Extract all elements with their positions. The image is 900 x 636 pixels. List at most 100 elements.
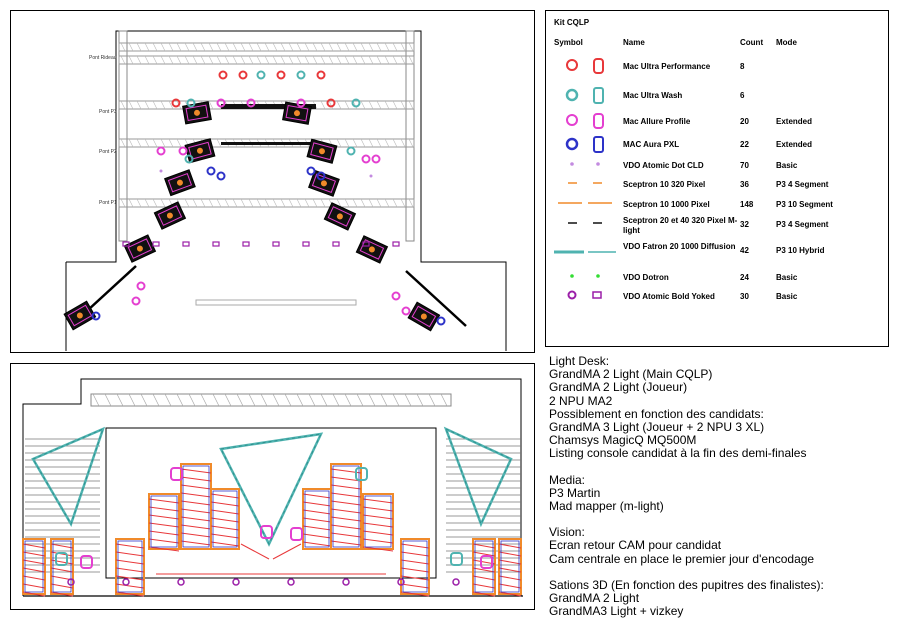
led-screen bbox=[308, 169, 340, 197]
fixture-count: 32 bbox=[740, 220, 749, 229]
yoked-purple-fixture bbox=[242, 241, 250, 247]
note-line: Possiblement en fonction des candidats: bbox=[549, 406, 764, 421]
note-line: GrandMA 2 Light (Main CQLP) bbox=[549, 367, 713, 382]
yoked-fixture bbox=[452, 578, 460, 586]
yoked-purple-fixture bbox=[362, 241, 370, 247]
led-bar-p3 bbox=[221, 104, 316, 109]
wash-teal-symbol-icon bbox=[565, 87, 604, 104]
fixture-name: VDO Atomic Bold Yoked bbox=[623, 292, 715, 301]
spot-magenta-fixture bbox=[156, 146, 166, 156]
led-screen bbox=[282, 101, 312, 125]
fixture-name: Mac Allure Profile bbox=[623, 117, 691, 126]
teal-truss-triangle bbox=[31, 426, 106, 528]
fixture-name: Mac Ultra Wash bbox=[623, 91, 683, 100]
led-screen bbox=[123, 234, 157, 263]
truss-rideau bbox=[118, 42, 415, 52]
elevation-frame bbox=[22, 378, 522, 596]
led-screen bbox=[306, 138, 338, 164]
elevation-view-panel bbox=[10, 363, 535, 610]
dot-green-symbol-icon bbox=[570, 274, 600, 278]
yoked-purple-fixture bbox=[332, 241, 340, 247]
note-line bbox=[549, 566, 889, 579]
fixture-stack bbox=[22, 538, 46, 597]
spot-magenta-fixture bbox=[246, 98, 256, 108]
top-truss bbox=[90, 393, 452, 407]
yoked-fixture bbox=[67, 578, 75, 586]
kit-legend-panel: Kit CQLP Symbol Name Count Mode Mac Ultr… bbox=[545, 10, 889, 347]
wash-blue-symbol-icon bbox=[565, 136, 604, 153]
truss-label-rideau: Pont Rideau bbox=[89, 55, 117, 61]
fixture-count: 36 bbox=[740, 180, 749, 189]
spot-magenta-fixture bbox=[391, 291, 401, 301]
teal-truss-triangle bbox=[443, 426, 513, 528]
kit-row: Sceptron 10 320 Pixel 36 P3 4 Segment bbox=[546, 176, 888, 196]
yoked-purple-fixture bbox=[272, 241, 280, 247]
dot-lilac-symbol-icon bbox=[570, 162, 600, 166]
fixture-mode: P3 10 Segment bbox=[776, 200, 833, 209]
fixture-name: Sceptron 10 320 Pixel bbox=[623, 180, 706, 189]
led-screen bbox=[355, 235, 389, 264]
note-line: Cam centrale en place le premier jour d'… bbox=[549, 551, 815, 566]
fixture-stack bbox=[50, 538, 74, 597]
led-screen bbox=[184, 138, 216, 164]
note-line: 2 NPU MA2 bbox=[549, 393, 613, 408]
fixture-count: 8 bbox=[740, 62, 745, 71]
spot-magenta-fixture bbox=[296, 98, 306, 108]
elevation-fixture bbox=[480, 555, 493, 569]
spot-red-symbol-icon bbox=[566, 58, 604, 74]
plan-drawing bbox=[63, 30, 507, 351]
spot-magenta-fixture bbox=[361, 154, 371, 164]
note-line: Listing console candidat à la fin des de… bbox=[549, 446, 807, 461]
plan-fixtures bbox=[91, 70, 446, 326]
elevation-drawing bbox=[22, 378, 523, 597]
stage-outline bbox=[66, 30, 507, 351]
fixture-mode: Basic bbox=[776, 273, 798, 282]
truss-label-p1: Pont P1 bbox=[99, 200, 117, 206]
elevation-fixture bbox=[80, 555, 93, 569]
truss-label-p3: Pont P3 bbox=[99, 109, 117, 115]
dot-lilac-fixture bbox=[159, 169, 163, 173]
truss-label-p2: Pont P2 bbox=[99, 149, 117, 155]
note-line: Chamsys MagicQ MQ500M bbox=[549, 433, 697, 448]
yoked-fixture bbox=[342, 578, 350, 586]
right-tower-truss bbox=[405, 30, 415, 242]
note-line: GrandMA3 Light + vizkey bbox=[549, 604, 684, 619]
fixture-mode: Extended bbox=[776, 140, 813, 149]
fixture-mode: P3 4 Segment bbox=[776, 180, 829, 189]
fixture-mode: P3 10 Hybrid bbox=[776, 246, 825, 255]
yoked-fixture bbox=[287, 578, 295, 586]
wash-blue-fixture bbox=[306, 166, 316, 176]
fixture-count: 148 bbox=[740, 200, 754, 209]
note-line: GrandMA 2 Light bbox=[549, 591, 640, 606]
kit-row: Mac Allure Profile 20 Extended bbox=[546, 113, 888, 133]
wash-teal-fixture bbox=[186, 98, 196, 108]
red-diagonal-left bbox=[240, 543, 270, 560]
fixture-stack bbox=[180, 463, 212, 550]
wash-teal-fixture bbox=[184, 154, 194, 164]
line-orange-symbol-icon bbox=[558, 202, 612, 204]
elevation-fixture bbox=[260, 525, 273, 539]
note-line: P3 Martin bbox=[549, 485, 601, 500]
fixture-stack bbox=[400, 538, 430, 597]
fixture-name: VDO Dotron bbox=[623, 273, 669, 282]
led-screen bbox=[153, 201, 187, 230]
note-line bbox=[549, 513, 889, 526]
note-line: GrandMA 2 Light (Joueur) bbox=[549, 380, 688, 395]
wash-teal-fixture bbox=[296, 70, 306, 80]
plan-screens bbox=[63, 101, 441, 332]
note-line: GrandMA 3 Light (Joueur + 2 NPU 3 XL) bbox=[549, 420, 765, 435]
led-screen bbox=[323, 202, 357, 231]
fixture-count: 42 bbox=[740, 246, 749, 255]
fixture-count: 20 bbox=[740, 117, 749, 126]
fixture-mode: Extended bbox=[776, 117, 813, 126]
wash-blue-fixture bbox=[91, 311, 101, 321]
fixture-name: VDO Fatron 20 1000 Diffusion bbox=[623, 242, 736, 251]
yoked-purple-fixture bbox=[152, 241, 160, 247]
elevation-fixture bbox=[290, 527, 303, 541]
kit-title: Kit CQLP bbox=[554, 18, 590, 27]
elevation-fixture bbox=[170, 467, 183, 481]
